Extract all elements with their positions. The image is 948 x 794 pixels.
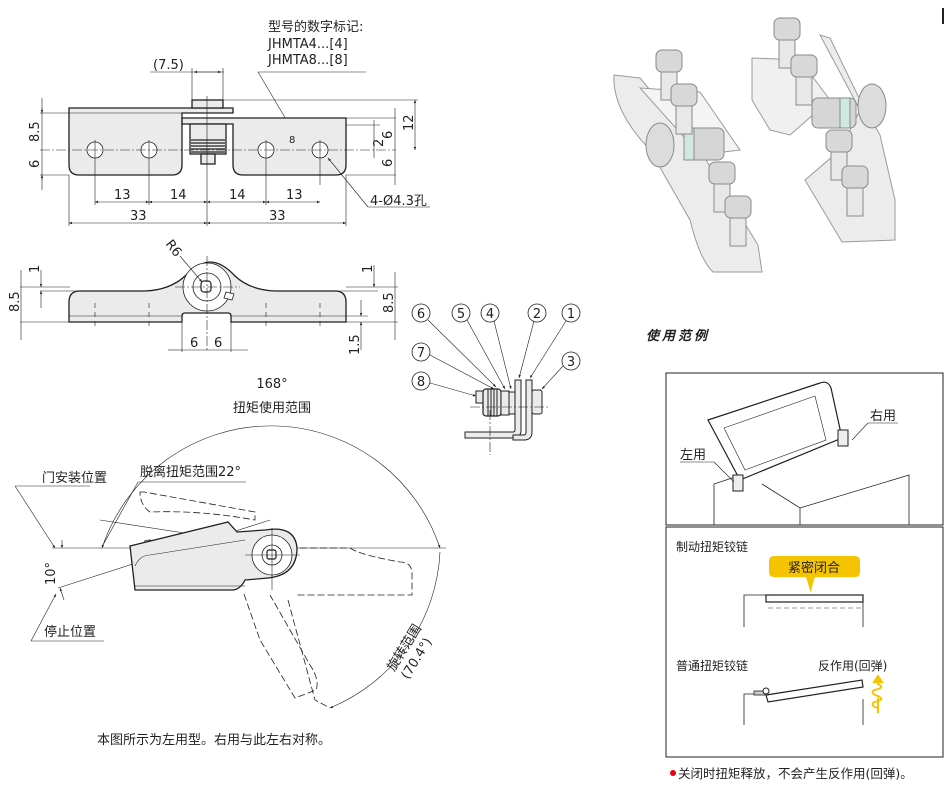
top-view: 型号的数字标记: JHMTA4...[4] JHMTA8...[8] (7.5)… bbox=[28, 19, 430, 226]
callout-8: 8 bbox=[411, 371, 477, 397]
model-marking-1: JHMTA4...[4] bbox=[267, 37, 348, 52]
svg-text:4: 4 bbox=[486, 307, 494, 322]
callout-7: 7 bbox=[411, 342, 495, 390]
product-render bbox=[613, 17, 896, 273]
dim-13-right: 13 bbox=[286, 188, 303, 203]
dim-33-left: 33 bbox=[130, 209, 147, 224]
svg-text:5: 5 bbox=[457, 307, 465, 322]
angle-total: 168° bbox=[256, 377, 287, 392]
note-bullet bbox=[670, 770, 676, 776]
spring-rebound-icon bbox=[871, 674, 884, 713]
dim-right-6b: 6 bbox=[381, 159, 396, 167]
svg-text:7: 7 bbox=[417, 346, 425, 361]
dim-left-upper: 8.5 bbox=[28, 121, 43, 142]
dim-right-2: 2 bbox=[372, 139, 387, 147]
left-plate bbox=[68, 107, 234, 176]
torque-range-label: 扭矩使用范围 bbox=[233, 400, 311, 416]
page-edge-mark bbox=[942, 8, 944, 24]
dim-14-left: 14 bbox=[170, 188, 187, 203]
rotation-view: 168° 扭矩使用范围 门安装位置 脱离扭矩范围22° 10° bbox=[14, 375, 446, 748]
svg-text:2: 2 bbox=[533, 307, 541, 322]
callout-6: 6 bbox=[411, 303, 497, 388]
screw-icons-right bbox=[773, 17, 869, 217]
stop-angle: 10° bbox=[44, 562, 59, 585]
dim-left-1: 1 bbox=[28, 265, 43, 273]
dim-13-left: 13 bbox=[114, 188, 131, 203]
usage-title: 使用范例 bbox=[646, 328, 710, 344]
callout-5: 5 bbox=[451, 303, 506, 390]
torque-release-label: 脱离扭矩范围22° bbox=[140, 464, 241, 480]
dim-left-85: 8.5 bbox=[8, 291, 23, 312]
hole-callout: 4-Ø4.3孔 bbox=[370, 194, 427, 209]
brake-hinge-label: 制动扭矩铰链 bbox=[676, 539, 748, 554]
svg-text:8: 8 bbox=[417, 375, 425, 390]
usage-section: 使用范例 左用 右用 制动扭矩铰链 紧密闭合 普通扭矩铰链 反作用(回弹) bbox=[646, 328, 944, 781]
marking-digit: 8 bbox=[289, 135, 295, 146]
front-view: R6 1 8.5 1 8.5 1.5 6 6 bbox=[8, 237, 398, 355]
dim-right-15: 1.5 bbox=[348, 334, 363, 355]
callout-4: 4 bbox=[480, 303, 512, 390]
reaction-label: 反作用(回弹) bbox=[818, 659, 887, 673]
dim-33-right: 33 bbox=[269, 209, 286, 224]
dim-left-lower: 6 bbox=[28, 160, 43, 168]
callout-3: 3 bbox=[541, 351, 581, 390]
dim-right-6a: 6 bbox=[381, 131, 396, 139]
dim-right-12: 12 bbox=[402, 114, 417, 131]
svg-text:1: 1 bbox=[567, 307, 575, 322]
dim-14-right: 14 bbox=[229, 188, 246, 203]
tight-close-label: 紧密闭合 bbox=[788, 560, 840, 576]
left-hand-label: 左用 bbox=[680, 448, 706, 463]
callout-2: 2 bbox=[518, 303, 547, 379]
tight-close-callout bbox=[769, 556, 860, 593]
svg-text:3: 3 bbox=[567, 355, 575, 370]
dim-right-1: 1 bbox=[361, 265, 376, 273]
dim-6-left: 6 bbox=[190, 336, 198, 351]
right-hand-label: 右用 bbox=[870, 409, 896, 424]
exploded-view: 6 5 4 2 1 3 7 bbox=[411, 303, 581, 455]
stop-position: 停止位置 bbox=[44, 624, 96, 640]
dim-right-85: 8.5 bbox=[382, 292, 397, 313]
dim-6-right: 6 bbox=[214, 336, 222, 351]
usage-note: 关闭时扭矩释放，不会产生反作用(回弹)。 bbox=[678, 766, 913, 781]
dim-pin-label: (7.5) bbox=[153, 58, 184, 73]
callout-1: 1 bbox=[529, 303, 581, 379]
model-marking-2: JHMTA8...[8] bbox=[267, 53, 348, 68]
rotation-hinge-body bbox=[129, 521, 298, 591]
caption: 本图所示为左用型。右用与此左右对称。 bbox=[97, 733, 331, 748]
model-marking-title: 型号的数字标记: bbox=[268, 19, 363, 35]
screw-icons-left bbox=[655, 49, 752, 247]
svg-text:6: 6 bbox=[417, 307, 425, 322]
normal-hinge-label: 普通扭矩铰链 bbox=[676, 658, 748, 673]
door-install-position: 门安装位置 bbox=[42, 471, 107, 486]
